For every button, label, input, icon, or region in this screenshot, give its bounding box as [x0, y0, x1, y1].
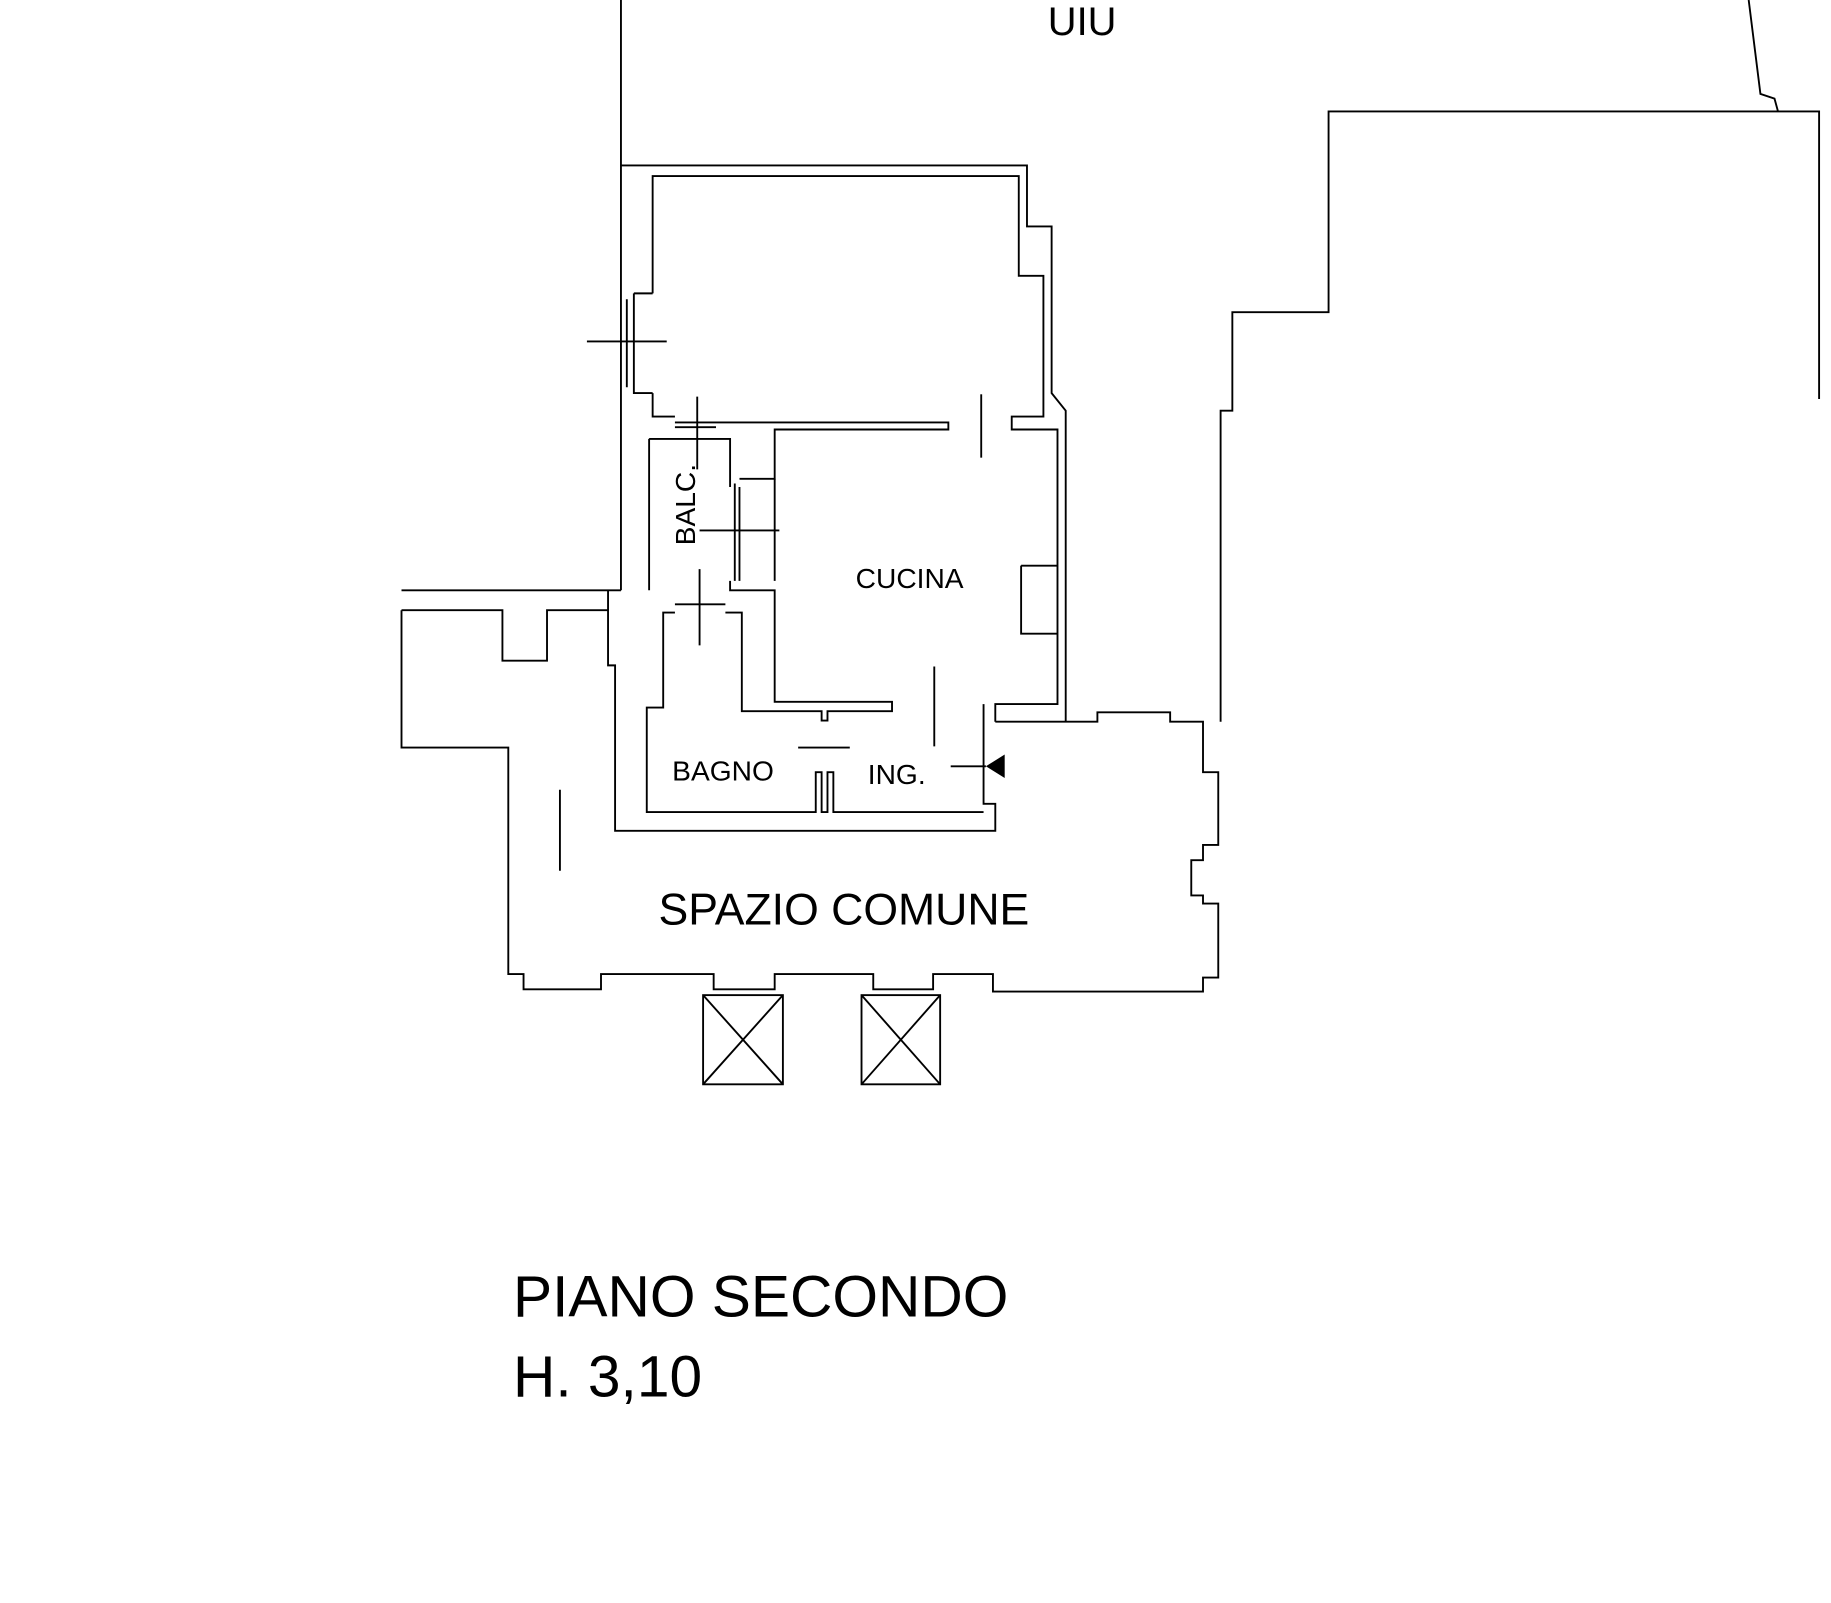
label-kitchen: CUCINA: [856, 563, 964, 594]
apartment-walls: [400, 164, 1220, 993]
label-balcony: BALC.: [670, 464, 701, 545]
window-markers: [586, 299, 780, 646]
shaft-boxes: [702, 994, 942, 1086]
label-common-space: SPAZIO COMUNE: [659, 886, 1030, 935]
entrance-arrow-icon: [950, 754, 1005, 779]
label-uiu: UIU: [1048, 0, 1117, 44]
label-bathroom: BAGNO: [672, 755, 774, 786]
label-entrance: ING.: [868, 759, 926, 790]
caption-floor: PIANO SECONDO: [513, 1265, 1008, 1330]
caption-height: H. 3,10: [513, 1344, 702, 1409]
neighbor-building-outline: [620, 0, 1821, 722]
